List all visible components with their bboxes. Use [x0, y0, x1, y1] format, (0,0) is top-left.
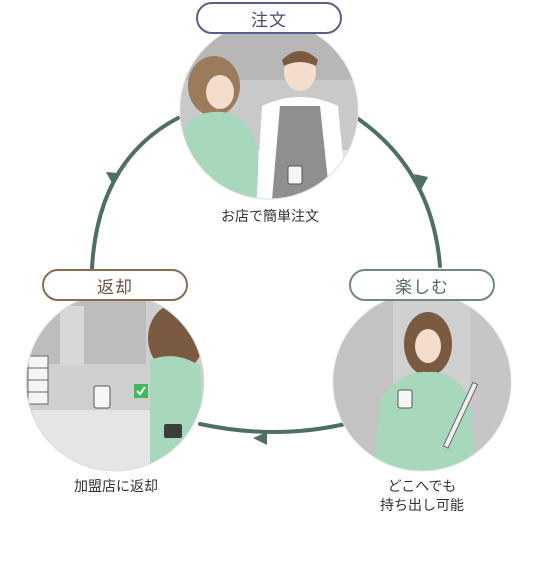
step-order-caption: お店で簡単注文 — [221, 209, 319, 225]
step-enjoy-label: 楽しむ — [349, 269, 495, 301]
phone-icon — [164, 424, 182, 438]
arrowhead-icon — [253, 432, 267, 445]
return-illustration — [26, 293, 204, 471]
step-return-caption: 加盟店に返却 — [74, 479, 158, 495]
cup-stack-icon — [27, 355, 49, 405]
step-enjoy-caption-line: どこへでも — [387, 479, 457, 495]
enjoy-illustration — [333, 293, 511, 471]
arrowheads — [106, 172, 428, 445]
step-return-label: 返却 — [42, 269, 188, 301]
cup-icon — [397, 389, 413, 409]
cup-icon — [287, 165, 303, 185]
step-enjoy-caption: どこへでも 持ち出し可能 — [332, 478, 512, 516]
arrowhead-icon — [414, 174, 428, 190]
order-illustration — [180, 21, 358, 199]
cup-icon — [93, 385, 111, 409]
arrow-enjoy-to-return — [198, 422, 347, 434]
arrow-order-to-enjoy — [355, 116, 442, 268]
step-order-label: 注文 — [196, 2, 342, 34]
arrow-return-to-order — [90, 116, 180, 270]
step-enjoy-caption-line: 持ち出し可能 — [380, 498, 464, 514]
arrowhead-icon — [106, 172, 118, 185]
